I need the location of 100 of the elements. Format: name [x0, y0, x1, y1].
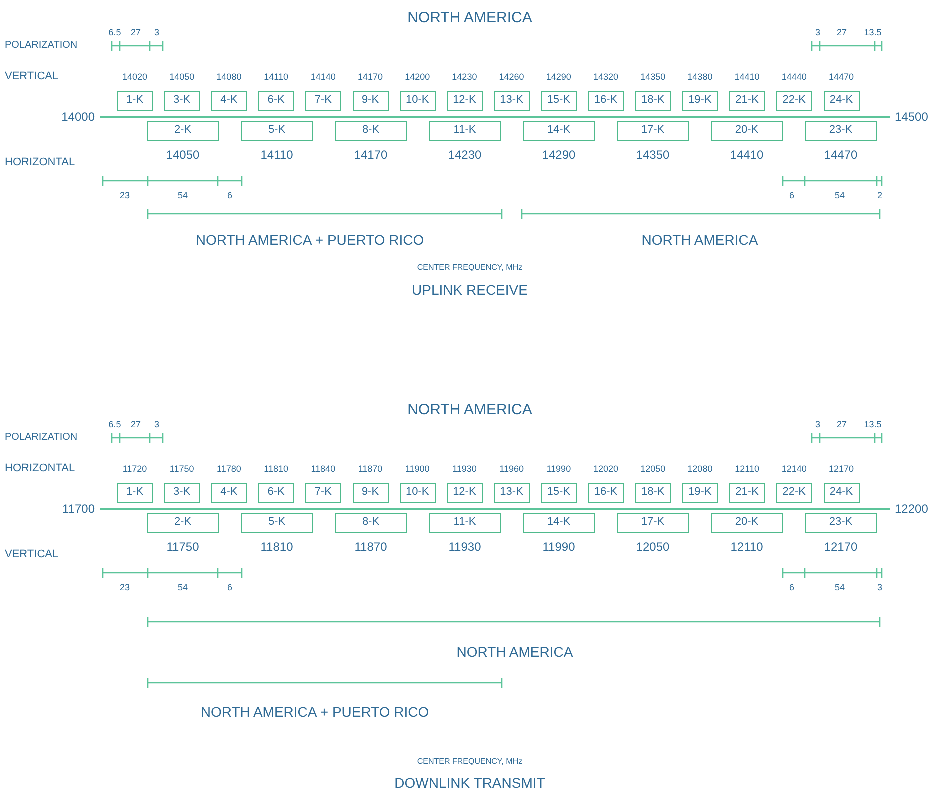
frequency-label: 11900 [405, 465, 430, 474]
frequency-label: 12050 [636, 541, 670, 553]
dimension-value: 54 [178, 584, 188, 592]
channel-box: 10-K [400, 91, 436, 111]
frequency-label: 11780 [217, 465, 242, 474]
channel-box: 7-K [305, 91, 342, 111]
channel-box: 13-K [494, 483, 530, 503]
section-heading: NORTH AMERICA [408, 402, 532, 418]
dimension-value: 6 [790, 584, 794, 592]
axis-caption: CENTER FREQUENCY, MHz [417, 758, 523, 766]
dimension-value: 23 [120, 584, 130, 592]
frequency-label: 11930 [448, 541, 482, 553]
channel-box: 6-K [258, 483, 294, 503]
band-edge-frequency: 14500 [895, 111, 928, 123]
dimension-value: 54 [835, 584, 845, 592]
frequency-label: 14410 [734, 73, 760, 82]
band-edge-frequency: 12200 [895, 503, 928, 515]
frequency-label: 14410 [730, 149, 764, 161]
channel-box: 16-K [588, 483, 624, 503]
frequency-label: 12110 [735, 465, 760, 474]
axis-caption: CENTER FREQUENCY, MHz [417, 264, 523, 272]
frequency-label: 14170 [358, 73, 384, 82]
dimension-value: 6 [228, 584, 232, 592]
channel-box: 5-K [241, 121, 313, 141]
frequency-label: 11810 [260, 541, 294, 553]
frequency-label: 14200 [405, 73, 430, 82]
frequency-label: 14050 [166, 149, 200, 161]
frequency-label: 14020 [122, 73, 148, 82]
frequency-label: 14140 [310, 73, 336, 82]
frequency-label: 12080 [688, 465, 713, 474]
channel-box: 20-K [711, 513, 783, 533]
frequency-label: 14230 [452, 73, 478, 82]
channel-box: 20-K [711, 121, 783, 141]
coverage-label: NORTH AMERICA + PUERTO RICO [196, 233, 424, 247]
channel-box: 3-K [164, 91, 200, 111]
frequency-label: 14470 [828, 73, 854, 82]
frequency-label: 14230 [448, 149, 482, 161]
channel-box: 23-K [805, 121, 877, 141]
dimension-value: 54 [178, 192, 188, 200]
channel-box: 18-K [635, 91, 672, 111]
frequency-label: 11990 [542, 541, 576, 553]
channel-box: 15-K [540, 483, 577, 503]
band-edge-frequency: 14000 [62, 111, 95, 123]
frequency-label: 14110 [264, 73, 288, 82]
frequency-label: 12170 [828, 465, 854, 474]
frequency-label: 12140 [782, 465, 807, 474]
channel-box: 8-K [335, 121, 407, 141]
coverage-label: NORTH AMERICA + PUERTO RICO [200, 705, 430, 719]
frequency-label: 11870 [358, 465, 383, 474]
frequency-label: 14050 [170, 73, 195, 82]
dimension-value: 54 [835, 192, 845, 200]
frequency-label: 11930 [452, 465, 477, 474]
dimension-value: 27 [837, 420, 847, 430]
row-label: POLARIZATION [5, 41, 78, 51]
channel-box: 18-K [635, 483, 672, 503]
channel-box: 4-K [211, 483, 248, 503]
frequency-label: 14350 [640, 73, 666, 82]
frequency-label: 12020 [593, 465, 619, 474]
channel-box: 3-K [164, 483, 200, 503]
frequency-label: 11870 [354, 541, 388, 553]
frequency-label: 11840 [311, 465, 336, 474]
frequency-label: 11750 [166, 541, 200, 553]
channel-box: 14-K [523, 121, 595, 141]
frequency-label: 14380 [688, 73, 713, 82]
frequency-label: 14110 [260, 149, 294, 161]
dimension-value: 6.5 [108, 28, 122, 38]
frequency-label: 14350 [636, 149, 670, 161]
frequency-label: 14170 [354, 149, 388, 161]
channel-box: 24-K [824, 91, 860, 111]
channel-box: 10-K [400, 483, 436, 503]
polarization-label: VERTICAL [5, 72, 59, 82]
frequency-label: 14290 [546, 73, 572, 82]
frequency-label: 14290 [542, 149, 576, 161]
band-edge-frequency: 11700 [62, 503, 95, 515]
frequency-label: 11810 [264, 465, 288, 474]
polarization-label: HORIZONTAL [5, 464, 76, 474]
frequency-label: 12110 [730, 541, 764, 553]
channel-box: 8-K [335, 513, 407, 533]
channel-box: 11-K [429, 121, 501, 141]
channel-box: 15-K [540, 91, 577, 111]
dimension-value: 13.5 [864, 28, 882, 38]
channel-box: 17-K [617, 121, 689, 141]
dimension-value: 23 [120, 192, 130, 200]
frequency-label: 11720 [122, 465, 148, 474]
channel-box: 2-K [147, 121, 219, 141]
polarization-label: HORIZONTAL [5, 158, 76, 168]
dimension-value: 3 [154, 28, 160, 38]
frequency-label: 14470 [824, 149, 858, 161]
channel-box: 24-K [824, 483, 860, 503]
channel-box: 21-K [729, 91, 766, 111]
dimension-value: 3 [816, 28, 820, 38]
dimension-value: 6.5 [108, 420, 122, 430]
frequency-label: 11750 [170, 465, 194, 474]
section-heading: NORTH AMERICA [408, 10, 532, 26]
channel-box: 1-K [117, 483, 153, 503]
panel-caption: UPLINK RECEIVE [412, 283, 528, 297]
channel-box: 14-K [523, 513, 595, 533]
frequency-label: 11990 [546, 465, 572, 474]
frequency-label: 11960 [500, 465, 524, 474]
dimension-value: 3 [816, 420, 820, 430]
